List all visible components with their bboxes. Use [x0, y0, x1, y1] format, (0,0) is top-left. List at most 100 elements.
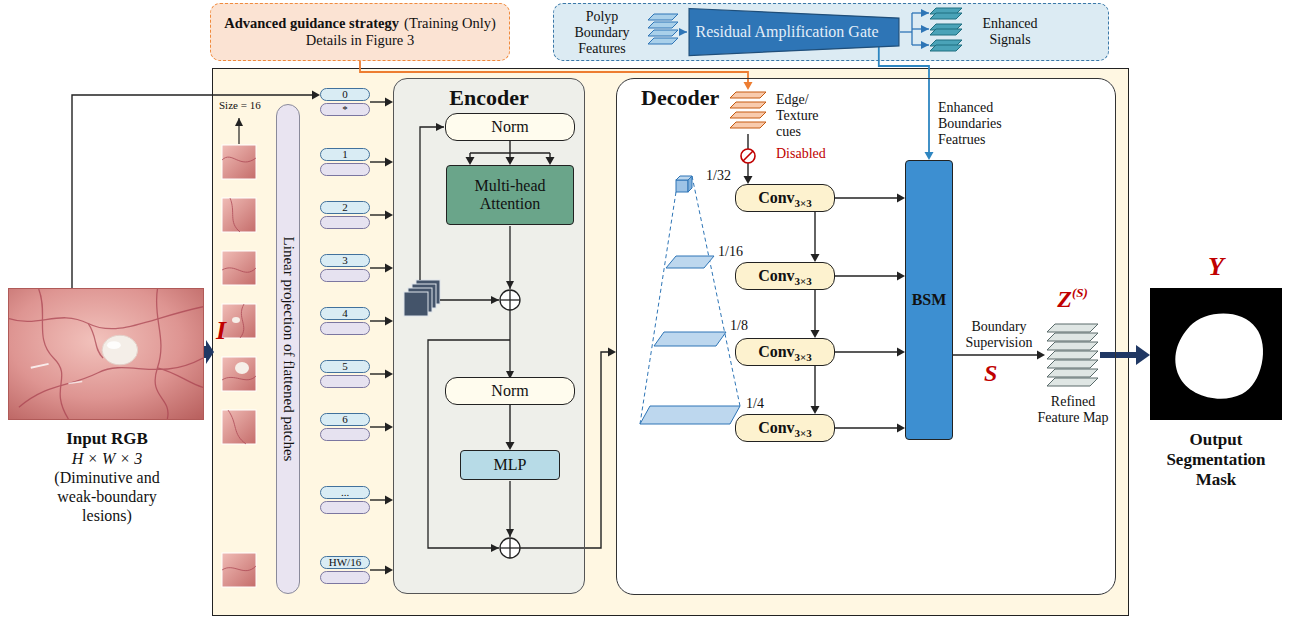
token-index: 6 [342, 413, 348, 425]
connector [370, 566, 393, 575]
arrowhead [811, 254, 820, 262]
arrowhead [1037, 351, 1045, 360]
encoder-wires [420, 127, 585, 548]
connector [835, 348, 905, 357]
edge-label: Boundary Supervision [957, 319, 1041, 351]
input-block-arrow [203, 340, 214, 364]
conv-label: Conv [758, 343, 794, 360]
connector-line [370, 373, 386, 374]
connector-line [953, 354, 1038, 355]
output-title: Output Segmentation Mask [1150, 430, 1282, 490]
class-token-mark: * [342, 103, 348, 115]
connector-line [814, 366, 815, 407]
block-label: MLP [494, 456, 527, 473]
patch-highlights [232, 317, 249, 374]
connector [835, 424, 905, 433]
trapezoid-shape [689, 8, 899, 55]
token-pair: 4 [320, 307, 370, 335]
gate-block: Residual Amplification Gate [688, 8, 900, 56]
connector [811, 212, 820, 262]
connector-line [879, 47, 929, 153]
projection-column: Linear projection of flattened patches [276, 104, 300, 594]
connector-line [370, 267, 386, 268]
layer-label: Norm [491, 382, 528, 399]
conv-block: Conv3×3 [735, 184, 835, 212]
connector-line [814, 290, 815, 331]
connector-line [835, 351, 898, 352]
text-group: Conv3×3 [758, 419, 812, 437]
arrowhead [811, 406, 820, 414]
token-pill: 6 [320, 413, 370, 426]
connector-line [585, 352, 609, 548]
feature-superscript: (S) [1072, 285, 1088, 300]
connector-line [509, 141, 510, 153]
text-group: Advanced guidance strategy(Training Only… [224, 15, 496, 49]
token-pill: 1 [320, 148, 370, 161]
connector-line [1100, 352, 1137, 358]
input-symbol: I [216, 316, 226, 346]
arrow [679, 31, 687, 32]
token-pair: 1 [320, 148, 370, 176]
scale-label: 1/16 [718, 244, 743, 260]
connector [953, 351, 1045, 360]
dimension-label: Size = 16 [219, 99, 261, 112]
enhancement-panel: Polyp Boundary FeaturesEnhanced SignalsR… [553, 3, 1109, 61]
residual-add-symbol [500, 538, 520, 558]
caption-group: Input RGBH × W × 3(Diminutive and weak-b… [9, 429, 205, 525]
arrowhead [546, 157, 555, 165]
token-pair: 2 [320, 201, 370, 229]
output-signal-label: Enhanced Signals [974, 16, 1046, 48]
token-index: 4 [342, 307, 348, 319]
connector [370, 211, 393, 220]
connector [370, 496, 393, 505]
arrowhead [385, 496, 393, 505]
token-pill: 5 [320, 360, 370, 373]
norm-layer: Norm [445, 377, 575, 405]
projection-label: Linear projection of flattened patches [280, 237, 297, 462]
feature-stack: Z(S)Refined Feature Map [1045, 320, 1100, 390]
text-group: BSM [912, 291, 947, 309]
signal-label: Enhanced Boundaries Featrues [938, 100, 1016, 148]
embedding-pill [320, 428, 370, 441]
arrowhead [897, 348, 905, 357]
arrowhead [897, 194, 905, 203]
token-index: 5 [342, 360, 348, 372]
arrowhead [385, 158, 393, 167]
connector-line [835, 275, 898, 276]
scale-label: 1/32 [706, 168, 731, 184]
conv-label: Conv [758, 267, 794, 284]
feature-pyramid [640, 176, 740, 424]
connector-line [370, 161, 386, 162]
token-pill: 3 [320, 254, 370, 267]
conv-block: Conv3×3 [735, 338, 835, 366]
token-index: HW/16 [329, 556, 361, 568]
kernel-size: 3×3 [795, 197, 812, 209]
symbol-group: Z(S) [1025, 286, 1120, 313]
residual-add-symbol [500, 290, 520, 310]
cue-stack: Edge/ Texture cuesDisabled [728, 90, 768, 134]
branch-arrows [900, 13, 929, 45]
kernel-size: 3×3 [795, 351, 812, 363]
connector-line [370, 101, 386, 102]
bsm-block: BSM [905, 160, 953, 440]
token-pill: 2 [320, 201, 370, 214]
arrowhead [608, 348, 616, 357]
token-pair: 6 [320, 413, 370, 441]
text-line: Advanced guidance strategy(Training Only… [224, 15, 496, 32]
arrowhead [312, 91, 320, 100]
connector [506, 405, 515, 450]
endoscopy-image [9, 289, 203, 419]
gate-label: Residual Amplification Gate [695, 23, 878, 40]
cue-label: Edge/ Texture cues [776, 92, 840, 140]
conv-block: Conv3×3 [735, 414, 835, 442]
connector [370, 370, 393, 379]
token-index: 0 [342, 88, 348, 100]
token-pair: 3 [320, 254, 370, 282]
connector [811, 366, 820, 414]
text-group: Conv3×3 [758, 189, 812, 207]
arrowhead [385, 211, 393, 220]
connector [835, 272, 905, 281]
strategy-title: Advanced guidance strategy [224, 15, 399, 31]
connector-line [360, 61, 748, 83]
